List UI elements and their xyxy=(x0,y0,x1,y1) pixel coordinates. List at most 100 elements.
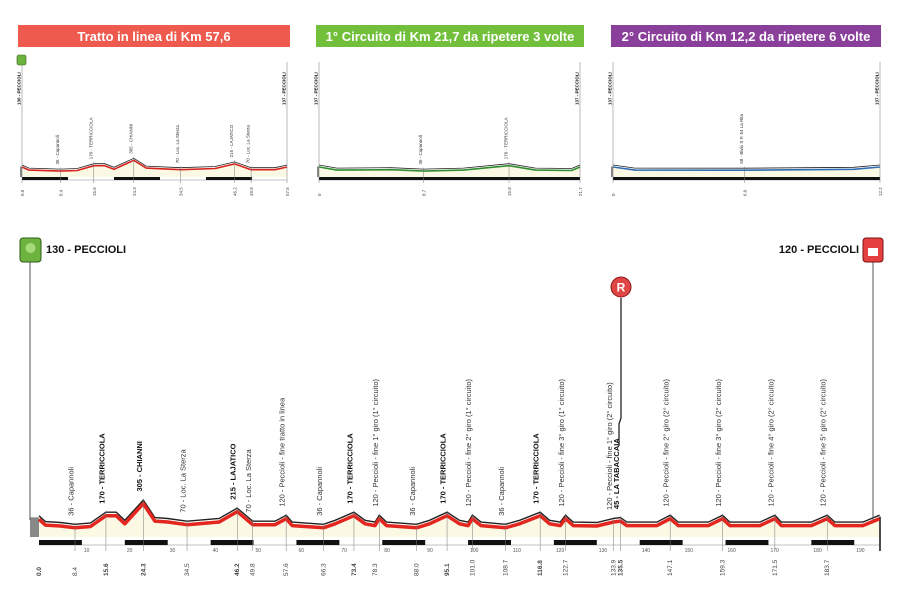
km-label: 8.4 xyxy=(59,189,64,196)
profile-line xyxy=(318,164,581,172)
waypoint-label: 36 - Capannoli xyxy=(67,467,76,516)
km-label: 95.1 xyxy=(444,563,451,576)
km-label: 171.5 xyxy=(772,559,779,576)
km-bar-segment xyxy=(22,177,69,180)
x-tick-label: 80 xyxy=(384,548,390,554)
km-bar-segment xyxy=(553,540,597,545)
km-label: 122.7 xyxy=(562,559,569,576)
km-label: 0 xyxy=(611,193,616,196)
header-circuito-1: 1° Circuito di Km 21,7 da ripetere 3 vol… xyxy=(316,25,584,47)
km-label: 147.1 xyxy=(667,559,674,576)
waypoint-label: 70 - Loc. La Sterza xyxy=(244,449,253,513)
partenza-icon xyxy=(19,237,42,263)
km-bar-segment xyxy=(382,540,426,545)
km-bar-segment xyxy=(296,540,340,545)
x-tick-label: 120 xyxy=(556,548,565,554)
profile-outline xyxy=(318,163,581,170)
km-label: 66.3 xyxy=(320,563,327,576)
waypoint-label: 170 - TERRICCIOLA xyxy=(504,118,509,160)
waypoint-label: 120 - Peccioli - fine 1° giro (2° circui… xyxy=(605,382,614,510)
start-block xyxy=(30,517,39,537)
x-tick-label: 140 xyxy=(642,548,651,554)
waypoint-label: 170 - TERRICCIOLA xyxy=(439,433,448,504)
km-label: 24.3 xyxy=(132,187,137,196)
x-tick-label: 110 xyxy=(513,548,521,554)
waypoint-label: 305 - CHIANNI xyxy=(135,441,144,491)
km-bar-segment xyxy=(468,540,511,545)
r-marker-line xyxy=(618,298,622,446)
km-label: 183.7 xyxy=(824,559,831,576)
waypoint-label: 120 - Peccioli - fine 3° giro (2° circui… xyxy=(714,378,723,506)
km-label: 15.6 xyxy=(103,563,110,576)
header-circuito-2: 2° Circuito di Km 12,2 da ripetere 6 vol… xyxy=(611,25,881,47)
km-label: 34.5 xyxy=(184,563,191,576)
profile-outline xyxy=(612,164,881,169)
x-tick-label: 150 xyxy=(685,548,694,554)
km-label: 88.0 xyxy=(414,563,421,576)
waypoint-label: 120 - Peccioli - fine 5° giro (2° circui… xyxy=(819,378,828,506)
start-label: 130 - PECCIOLI xyxy=(46,244,126,256)
x-tick-label: 50 xyxy=(256,548,262,554)
x-tick-label: 70 xyxy=(341,548,347,554)
x-tick-label: 190 xyxy=(856,548,865,554)
km-label: 78.3 xyxy=(372,563,379,576)
waypoint-label: 120 - Peccioli - fine 3° giro (1° circui… xyxy=(557,378,566,506)
km-label: 135.5 xyxy=(617,559,624,576)
profile-outline xyxy=(38,498,880,526)
x-tick-label: 180 xyxy=(813,548,822,554)
waypoint-label: 70 - Loc. La Sterza xyxy=(179,449,188,513)
km-label: 0.0 xyxy=(36,567,43,576)
arrivo-icon xyxy=(862,237,884,263)
waypoint-label: 215 - LAJATICO xyxy=(229,124,234,157)
km-bar-segment xyxy=(114,177,161,180)
start-block xyxy=(20,166,22,177)
x-tick-label: 100 xyxy=(470,548,479,554)
waypoint-label: 137 - PECCIOLI xyxy=(314,72,319,105)
km-bar-segment xyxy=(39,540,82,545)
waypoint-label: 45 - LA TABACCAIA xyxy=(612,438,621,509)
km-label: 49.8 xyxy=(250,563,257,576)
x-tick-label: 20 xyxy=(127,548,133,554)
km-bar-segment xyxy=(210,540,254,545)
waypoint-label: 137 - PECCIOLI xyxy=(608,72,613,105)
waypoint-label: 70 - Loc. La Sterza xyxy=(175,125,180,164)
km-label: 6.0 xyxy=(742,189,747,196)
waypoint-label: 305 - CHIANNI xyxy=(128,124,133,154)
profile-area xyxy=(613,166,880,177)
waypoint-label: 120 - Peccioli - fine tratto in linea xyxy=(278,397,287,507)
km-label: 159.3 xyxy=(720,559,727,576)
partenza-mini-icon xyxy=(16,54,27,66)
r-marker-label: R xyxy=(617,281,626,295)
km-label: 101.0 xyxy=(469,559,476,576)
r-marker-icon xyxy=(610,276,632,298)
waypoint-label: 58 - Bivio S.P. 64 La Rita xyxy=(739,113,744,163)
waypoint-label: 170 - TERRICCIOLA xyxy=(532,433,541,504)
waypoint-label: 170 - TERRICCIOLA xyxy=(97,433,106,504)
km-label: 73.4 xyxy=(351,563,358,576)
km-label: 46.2 xyxy=(233,187,238,196)
waypoint-label: 36 - Capannoli xyxy=(408,467,417,516)
x-tick-label: 40 xyxy=(213,548,219,554)
waypoint-label: 137 - PECCIOLI xyxy=(575,72,580,105)
x-tick-label: 130 xyxy=(599,548,608,554)
waypoint-label: 137 - PECCIOLI xyxy=(282,72,287,105)
km-label: 15.8 xyxy=(507,187,512,196)
km-bar-segment xyxy=(124,540,168,545)
waypoint-label: 120 - Peccioli - fine 4° giro (2° circui… xyxy=(766,378,775,506)
km-label: 49.8 xyxy=(249,187,254,196)
km-label: 15.6 xyxy=(92,187,97,196)
km-label: 133.9 xyxy=(611,559,618,576)
km-label: 108.7 xyxy=(502,559,509,576)
km-bar-segment xyxy=(206,177,253,180)
header-tratto-in-linea: Tratto in linea di Km 57,6 xyxy=(18,25,290,47)
waypoint-label: 36 - Capannoli xyxy=(55,135,60,164)
km-label: 57.6 xyxy=(283,563,290,576)
x-tick-label: 90 xyxy=(427,548,433,554)
km-label: 21.7 xyxy=(578,187,583,196)
km-label: 24.3 xyxy=(140,563,147,576)
waypoint-label: 130 - PECCIOLI xyxy=(17,72,22,105)
